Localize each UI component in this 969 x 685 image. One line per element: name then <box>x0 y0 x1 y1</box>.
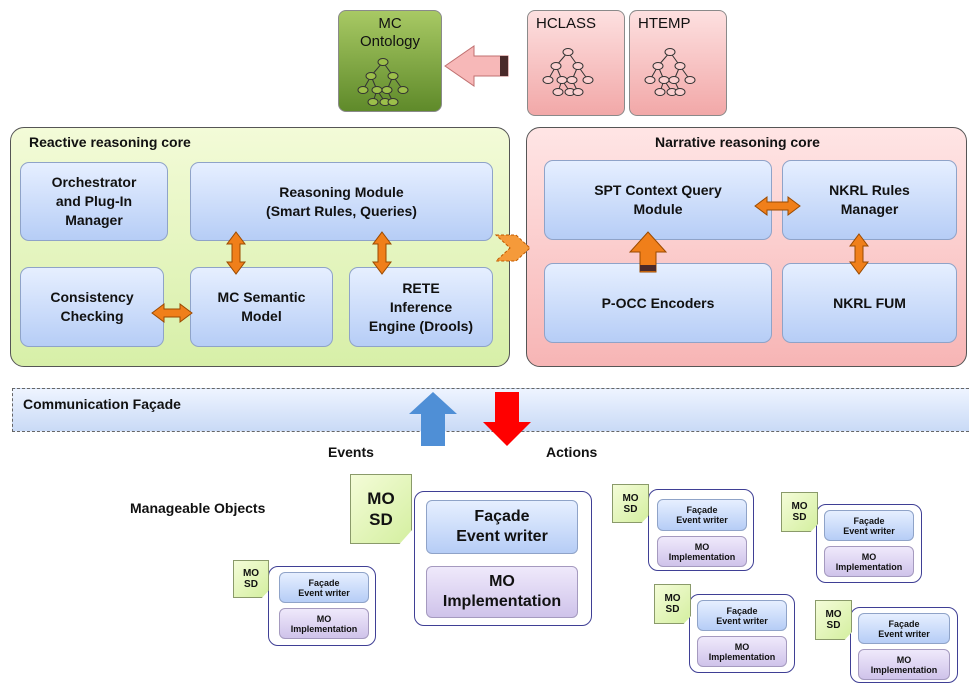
events-arrow <box>409 392 457 446</box>
hclass-label: HCLASS <box>536 15 597 32</box>
mc-ontology-tree-icon <box>357 58 409 106</box>
mo-implementation-main: MO Implementation <box>426 566 578 618</box>
htemp-tree-icon <box>644 48 696 96</box>
mo-facade-event-writer-5: Façade Event writer <box>858 613 950 644</box>
core-link-chevron <box>494 234 531 262</box>
mo-sd-note-main: MO SD <box>350 474 412 544</box>
pocc-encoders-module: P-OCC Encoders <box>544 263 772 343</box>
actions-label: Actions <box>546 444 598 460</box>
mo-sd-note-5: MO SD <box>815 600 852 640</box>
nkrl-fum-module: NKRL FUM <box>782 263 957 343</box>
mo-facade-event-writer-2: Façade Event writer <box>657 499 747 531</box>
bidir-arrow-nkrl-fum <box>849 233 869 275</box>
mo-implementation-2: MO Implementation <box>657 536 747 567</box>
bidir-arrow-reasoning-rete <box>372 231 392 275</box>
mo-facade-event-writer-4: Façade Event writer <box>697 600 787 631</box>
mo-implementation-1: MO Implementation <box>279 608 369 639</box>
narrative-core-title: Narrative reasoning core <box>655 134 820 150</box>
mo-implementation-3: MO Implementation <box>824 546 914 577</box>
mo-facade-event-writer-3: Façade Event writer <box>824 510 914 541</box>
mo-sd-note-2: MO SD <box>612 484 649 523</box>
htemp-box: HTEMP <box>629 10 727 116</box>
mo-implementation-5: MO Implementation <box>858 649 950 680</box>
mo-sd-note-1: MO SD <box>233 560 269 598</box>
ontology-import-arrow <box>444 45 509 87</box>
manageable-objects-label: Manageable Objects <box>130 500 266 516</box>
spt-context-query-module: SPT Context Query Module <box>544 160 772 240</box>
communication-facade-label: Communication Façade <box>23 396 181 412</box>
mo-sd-note-3: MO SD <box>781 492 818 532</box>
events-label: Events <box>328 444 374 460</box>
mo-implementation-4: MO Implementation <box>697 636 787 667</box>
reasoning-module: Reasoning Module (Smart Rules, Queries) <box>190 162 493 241</box>
bidir-arrow-spt-nkrl <box>754 196 801 216</box>
rete-engine-module: RETE Inference Engine (Drools) <box>349 267 493 347</box>
pocc-to-spt-arrow <box>628 231 668 273</box>
reactive-core-title: Reactive reasoning core <box>29 134 191 150</box>
mo-facade-event-writer-main: Façade Event writer <box>426 500 578 554</box>
mo-sd-note-4: MO SD <box>654 584 691 624</box>
consistency-checking-module: Consistency Checking <box>20 267 164 347</box>
bidir-arrow-consistency-semantic <box>151 303 193 323</box>
actions-arrow <box>483 392 531 446</box>
orchestrator-module: Orchestrator and Plug-In Manager <box>20 162 168 241</box>
mc-ontology-label: MC Ontology <box>359 15 421 50</box>
mc-semantic-model-module: MC Semantic Model <box>190 267 333 347</box>
htemp-label: HTEMP <box>638 15 691 32</box>
mo-facade-event-writer-1: Façade Event writer <box>279 572 369 603</box>
nkrl-rules-manager-module: NKRL Rules Manager <box>782 160 957 240</box>
communication-facade-bar: Communication Façade <box>12 388 969 432</box>
hclass-tree-icon <box>542 48 594 96</box>
bidir-arrow-reasoning-semantic <box>226 231 246 275</box>
